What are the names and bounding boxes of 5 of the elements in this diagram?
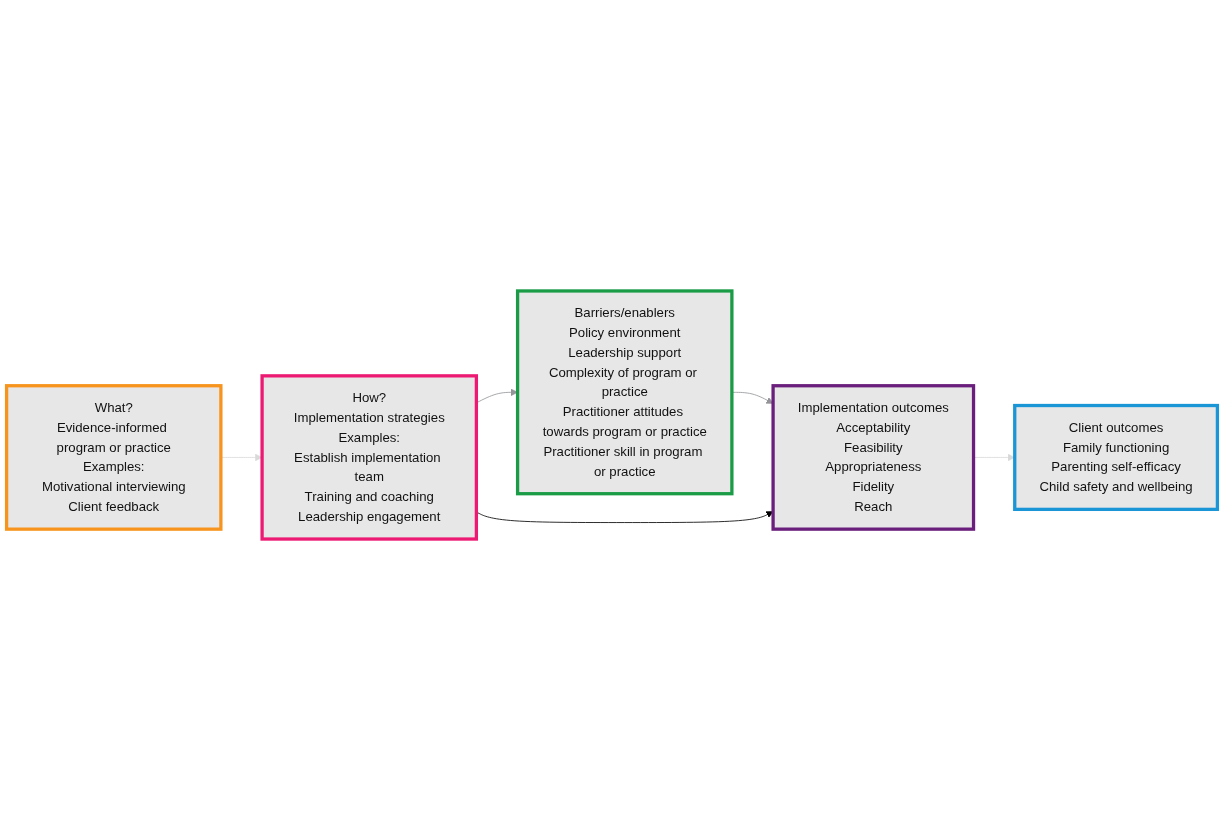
node-box [1013,403,1220,511]
node-box [771,384,976,531]
node-box [260,374,479,541]
node-box [515,289,734,496]
node-box [4,384,223,531]
